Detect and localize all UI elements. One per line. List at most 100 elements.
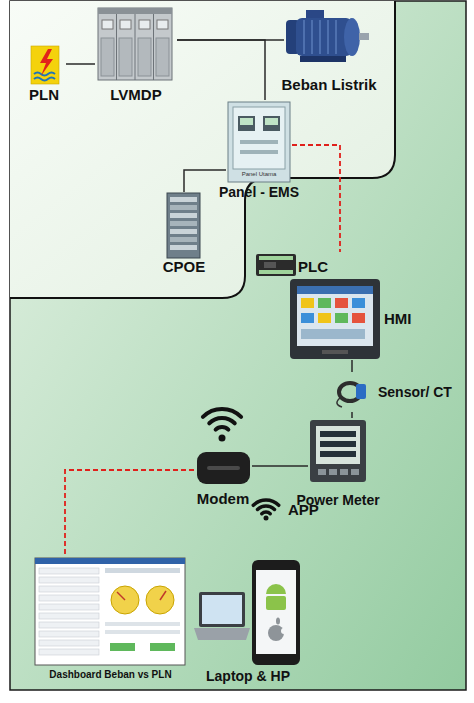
- node-label: PLN: [22, 86, 66, 103]
- panel-strip: [240, 150, 278, 154]
- phone-screen: [256, 570, 296, 654]
- connector-line: [65, 470, 194, 555]
- icon-node: Panel - EMS: [226, 100, 292, 202]
- dashboard-heading: [105, 568, 180, 573]
- apple-bite: [281, 628, 287, 634]
- dashboard-screen: [35, 558, 185, 665]
- meter-button: [340, 469, 348, 475]
- icon-node: Dashboard Beban vs PLN: [33, 555, 188, 687]
- node-label: Panel - EMS: [212, 184, 306, 200]
- modem-lights: [207, 466, 240, 470]
- cabinet-body: [167, 193, 200, 258]
- phone-device: [252, 560, 300, 665]
- meter-digits: [320, 431, 356, 437]
- area-border: [10, 1, 395, 298]
- logo-bolt: [40, 49, 53, 76]
- ct-cable: [337, 398, 342, 407]
- cabinet-meter: [120, 20, 131, 29]
- wifi-arc: [209, 418, 234, 423]
- wifi-dot: [264, 516, 269, 521]
- frame: [10, 1, 466, 690]
- wifi-arc: [262, 512, 270, 514]
- motor-body: [296, 18, 352, 56]
- table-row: [39, 595, 99, 601]
- icon-node: LVMDP: [95, 6, 177, 106]
- node-label: HMI: [384, 310, 424, 327]
- node-label: CPOE: [154, 258, 214, 275]
- meter-digits: [320, 451, 356, 457]
- cabinet-door: [156, 38, 169, 76]
- hmi-frame: [290, 279, 380, 359]
- motor-end-cap: [344, 18, 360, 56]
- plc-body: [256, 254, 296, 276]
- meter-digits: [320, 441, 356, 447]
- meter-button: [329, 469, 337, 475]
- connector-line: [252, 465, 308, 467]
- icon-node: Beban Listrik: [284, 8, 374, 98]
- plc-unit: [256, 254, 296, 276]
- hmi-trend: [301, 329, 365, 339]
- dashboard-gauge: [146, 586, 174, 614]
- plc-terminals: [259, 256, 293, 260]
- cabinet-body: [98, 8, 172, 80]
- motor-feet: [300, 56, 346, 62]
- icon-node: Laptop & HP: [190, 558, 306, 688]
- meter-screen: [240, 118, 253, 125]
- dashboard-button: [110, 643, 135, 651]
- panel-meter: [238, 116, 255, 131]
- hmi-display: [297, 286, 373, 346]
- hmi-cell: [352, 313, 365, 323]
- table-row: [39, 649, 99, 655]
- hmi-cell: [301, 298, 314, 308]
- node-label: Dashboard Beban vs PLN: [28, 669, 193, 681]
- plc-terminals: [259, 270, 293, 274]
- power-meter-device: [310, 420, 366, 482]
- hmi-screen: [290, 279, 380, 359]
- connector-line: [351, 360, 353, 372]
- cpoe-cabinet: [167, 193, 200, 258]
- dashboard-header: [35, 558, 185, 564]
- node-label: APP: [288, 501, 332, 518]
- dashboard-gauge: [111, 586, 139, 614]
- hmi-cell: [318, 298, 331, 308]
- table-row: [39, 613, 99, 619]
- app-wifi: [253, 500, 278, 521]
- ems-panel: [228, 102, 290, 182]
- hmi-cell: [301, 313, 314, 323]
- gauge-needle: [160, 591, 166, 600]
- icon-node: PLN: [22, 44, 66, 108]
- electric-motor: [286, 10, 369, 62]
- table-row: [39, 640, 99, 646]
- cabinet-divider: [135, 14, 136, 80]
- cabinet-row: [170, 229, 197, 234]
- dashboard-row: [105, 630, 180, 634]
- panel-meter: [263, 116, 280, 131]
- modem-device: [197, 409, 250, 484]
- gauge-needle: [117, 592, 125, 600]
- wifi-arc: [203, 409, 241, 417]
- laptop-device: [194, 592, 250, 640]
- logo-wave: [34, 73, 55, 76]
- modem-body: [197, 452, 250, 484]
- meter-display: [316, 426, 360, 464]
- table-row: [39, 577, 99, 583]
- cabinet-door: [119, 38, 132, 76]
- motor-rib: [319, 20, 321, 54]
- icon-node: Sensor/ CT: [338, 372, 464, 412]
- hmi-cell: [352, 298, 365, 308]
- cabinet-divider: [153, 14, 154, 80]
- cabinet-door: [101, 38, 114, 76]
- panel-door: [233, 107, 285, 169]
- table-row: [39, 604, 99, 610]
- node-label: PLC: [298, 258, 342, 275]
- motor-rib: [311, 20, 313, 54]
- pln-logo: [31, 46, 59, 84]
- laptop-screen: [202, 595, 242, 624]
- icon-node: APP: [248, 484, 332, 522]
- cabinet-row: [170, 205, 197, 210]
- wifi-dot: [219, 435, 226, 442]
- cabinet-row: [170, 213, 197, 218]
